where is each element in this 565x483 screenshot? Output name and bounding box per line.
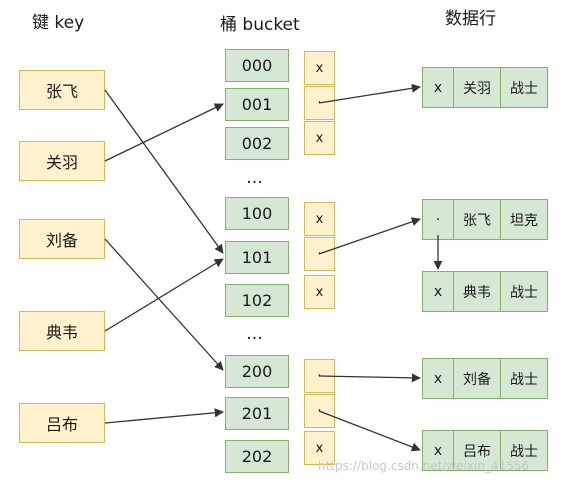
key-box: 关羽 <box>19 141 105 181</box>
row-name-cell: 典韦 <box>453 271 501 312</box>
bucket-box: 202 <box>225 440 289 473</box>
arrow-zhangfei-to-101 <box>104 89 224 254</box>
arrow-lvbu-to-201 <box>104 408 224 424</box>
row-pointer-cell: x <box>422 358 454 399</box>
arrow-dianwei-to-101 <box>104 258 224 332</box>
key-box: 张飞 <box>19 70 105 110</box>
bucket-box: 101 <box>225 241 289 274</box>
header-row: 数据行 <box>445 9 496 29</box>
pointer-cell: x <box>304 275 335 309</box>
row-pointer-cell: x <box>422 271 454 312</box>
bucket-box: 100 <box>225 197 289 230</box>
row-name-cell: 张飞 <box>453 199 501 240</box>
pointer-cell: x <box>304 202 335 236</box>
arrow-200-to-row-liubei <box>318 373 421 383</box>
pointer-cell: x <box>304 121 335 155</box>
pointer-cell: x <box>304 51 335 85</box>
key-box: 典韦 <box>19 311 105 351</box>
bucket-box: 102 <box>225 284 289 317</box>
bucket-box: 000 <box>225 49 289 82</box>
key-box: 吕布 <box>19 403 105 443</box>
watermark: https://blog.csdn.net/weixin_41556 <box>318 459 530 473</box>
row-role-cell: 战士 <box>500 271 548 312</box>
bucket-box: 201 <box>225 397 289 430</box>
row-role-cell: 战士 <box>500 67 548 108</box>
arrow-guanyu-to-001 <box>104 103 224 162</box>
row-name-cell: 吕布 <box>453 430 501 471</box>
pointer-cell: x <box>304 431 335 465</box>
bucket-box: 002 <box>225 127 289 160</box>
arrow-liubei-to-200 <box>104 238 224 371</box>
header-key: 键 key <box>32 13 85 33</box>
row-role-cell: 坦克 <box>500 199 548 240</box>
row-role-cell: 战士 <box>500 430 548 471</box>
ellipsis: … <box>246 168 263 188</box>
row-role-cell: 战士 <box>500 358 548 399</box>
bucket-box: 200 <box>225 355 289 388</box>
arrow-001-to-row-guanyu <box>318 83 421 104</box>
row-name-cell: 刘备 <box>453 358 501 399</box>
header-bucket: 桶 bucket <box>220 15 300 35</box>
arrow-101-to-row-zhangfei <box>318 217 421 255</box>
bucket-box: 001 <box>225 88 289 121</box>
ellipsis: … <box>246 324 263 344</box>
arrow-201-to-row-lvbu <box>318 410 421 452</box>
key-box: 刘备 <box>19 219 105 259</box>
